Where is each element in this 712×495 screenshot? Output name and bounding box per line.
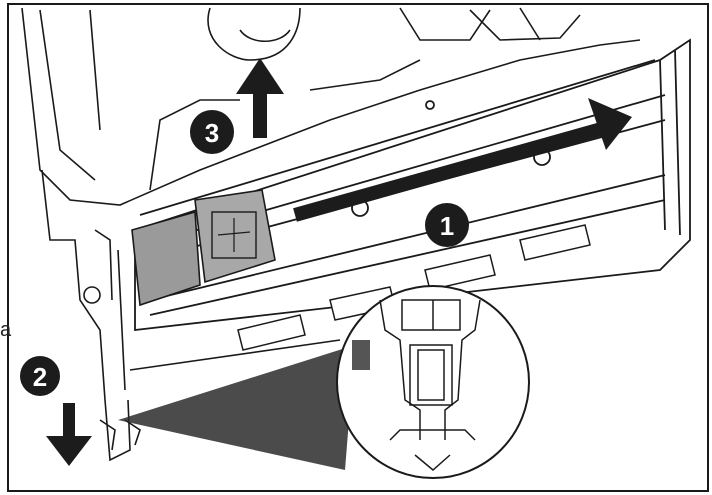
step-3-group: 3 [190,58,284,154]
callout-cone [118,345,355,470]
step-1-label: 1 [440,211,454,241]
step-2-label: 2 [33,362,47,392]
step-2-group: 2 [20,356,92,466]
magazine-latch [131,189,276,307]
tool-nose [41,169,341,462]
detail-magnifier [336,285,530,479]
arrow-down-icon [46,403,92,466]
tool-body-outline [21,7,641,206]
step-3-label: 3 [205,118,219,148]
step-3-marker [190,110,234,154]
detail-spring [352,340,370,370]
arrow-up-icon [236,58,284,138]
step-1-marker [425,203,469,247]
step-2-marker [20,356,60,396]
figure-frame [7,3,709,492]
step-1-group: 1 [293,98,632,247]
rail-slots [237,224,591,351]
arrow-right-icon [293,98,632,222]
side-letter: a [0,319,12,341]
